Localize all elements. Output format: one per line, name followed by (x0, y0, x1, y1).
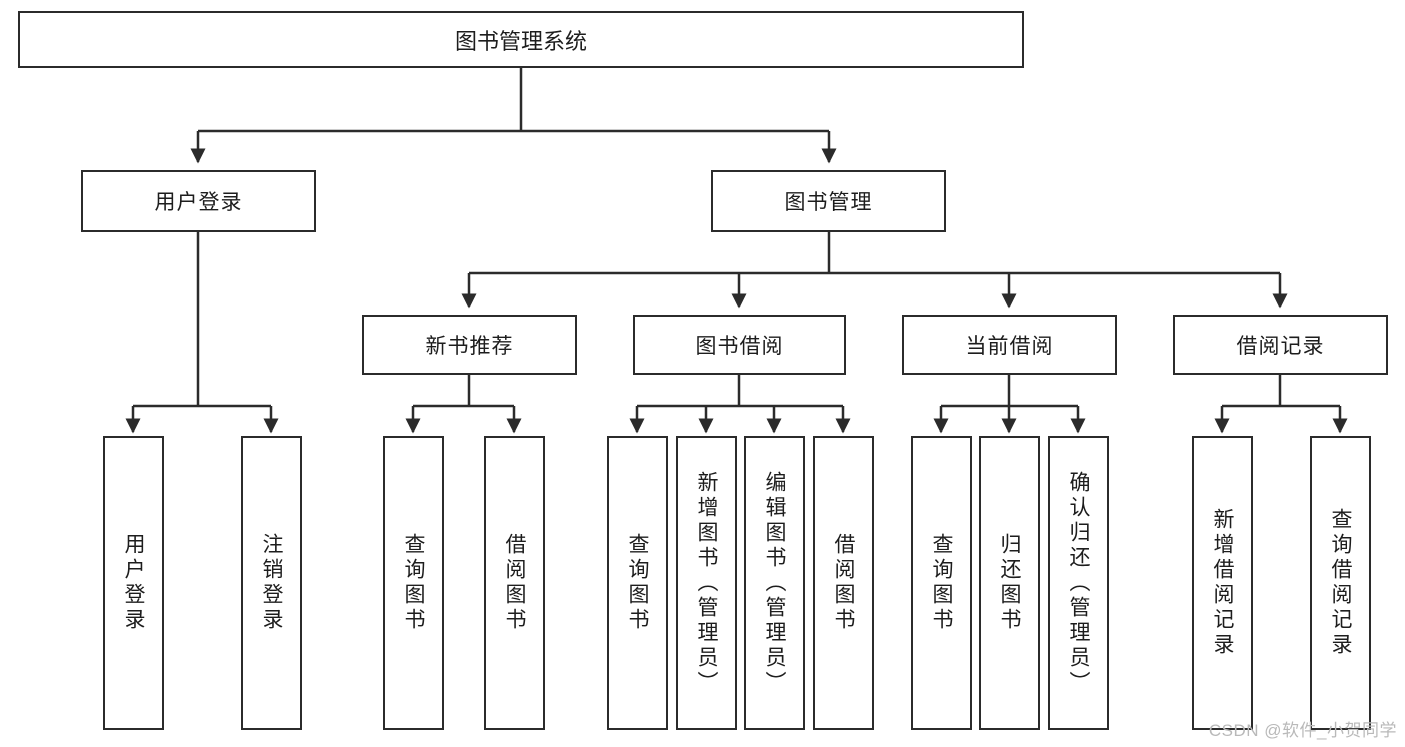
csdn-watermark: CSDN @软件_小贺同学 (1208, 721, 1397, 740)
node-book-borrow-label: 图书借阅 (695, 335, 784, 358)
node-new-book-recommend[interactable]: 新书推荐 (362, 315, 577, 375)
leaf-query-book-2[interactable]: 查询图书 (607, 436, 668, 730)
node-user-login-label: 用户登录 (154, 191, 243, 214)
leaf-query-book-1-label: 查询图书 (402, 533, 425, 633)
leaf-user-login-label: 用户登录 (122, 533, 145, 633)
leaf-query-book-2-label: 查询图书 (626, 533, 649, 633)
leaf-add-record-label: 新增借阅记录 (1211, 508, 1234, 658)
leaf-edit-book[interactable]: 编辑图书（管理员） (744, 436, 805, 730)
node-current-borrow-label: 当前借阅 (965, 335, 1054, 358)
leaf-query-record[interactable]: 查询借阅记录 (1310, 436, 1371, 730)
node-borrow-record[interactable]: 借阅记录 (1173, 315, 1388, 375)
leaf-borrow-book-2-label: 借阅图书 (832, 533, 855, 633)
leaf-confirm-return-label: 确认归还（管理员） (1067, 470, 1090, 696)
leaf-query-book-1[interactable]: 查询图书 (383, 436, 444, 730)
node-book-manage-label: 图书管理 (784, 191, 873, 214)
node-book-borrow[interactable]: 图书借阅 (633, 315, 846, 375)
leaf-confirm-return[interactable]: 确认归还（管理员） (1048, 436, 1109, 730)
leaf-query-record-label: 查询借阅记录 (1329, 508, 1352, 658)
leaf-borrow-book-2[interactable]: 借阅图书 (813, 436, 874, 730)
leaf-add-book-label: 新增图书（管理员） (695, 470, 718, 696)
leaf-add-book[interactable]: 新增图书（管理员） (676, 436, 737, 730)
leaf-query-book-3[interactable]: 查询图书 (911, 436, 972, 730)
node-borrow-record-label: 借阅记录 (1236, 335, 1325, 358)
node-root-label: 图书管理系统 (454, 28, 587, 54)
node-new-book-recommend-label: 新书推荐 (425, 335, 514, 358)
node-user-login[interactable]: 用户登录 (81, 170, 316, 232)
leaf-edit-book-label: 编辑图书（管理员） (763, 470, 786, 696)
leaf-add-record[interactable]: 新增借阅记录 (1192, 436, 1253, 730)
leaf-logout-label: 注销登录 (260, 533, 283, 633)
leaf-user-login[interactable]: 用户登录 (103, 436, 164, 730)
node-current-borrow[interactable]: 当前借阅 (902, 315, 1117, 375)
node-book-manage[interactable]: 图书管理 (711, 170, 946, 232)
leaf-borrow-book-1-label: 借阅图书 (503, 533, 526, 633)
leaf-return-book-label: 归还图书 (998, 533, 1021, 633)
leaf-logout[interactable]: 注销登录 (241, 436, 302, 730)
leaf-borrow-book-1[interactable]: 借阅图书 (484, 436, 545, 730)
node-root[interactable]: 图书管理系统 (18, 11, 1024, 68)
leaf-return-book[interactable]: 归还图书 (979, 436, 1040, 730)
leaf-query-book-3-label: 查询图书 (930, 533, 953, 633)
